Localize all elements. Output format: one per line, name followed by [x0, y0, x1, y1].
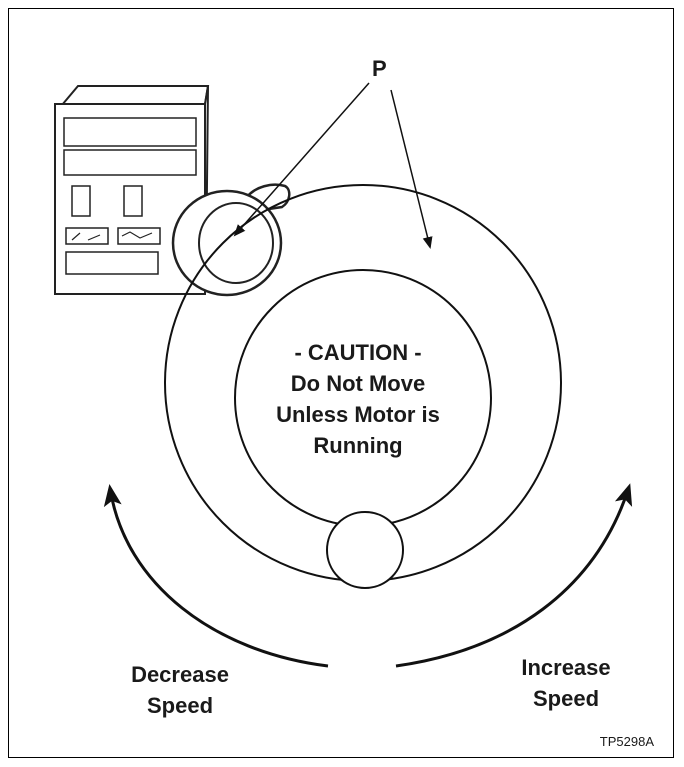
caution-text: - CAUTION - Do Not Move Unless Motor is … [240, 337, 476, 461]
indicator-ball-icon [326, 511, 404, 589]
caution-line-2: Do Not Move [290, 371, 426, 396]
decrease-speed-label: Decrease Speed [100, 659, 260, 721]
decrease-arrow-icon [103, 484, 329, 668]
increase-label-line-1: Increase [521, 655, 611, 680]
increase-label-line-2: Speed [532, 686, 600, 711]
figure-reference: TP5298A [599, 734, 654, 749]
caution-line-4: Running [313, 433, 403, 458]
callout-label: P [372, 56, 387, 81]
callout-arrow-knob [233, 82, 370, 237]
decrease-label-line-2: Speed [146, 693, 214, 718]
increase-speed-label: Increase Speed [500, 652, 632, 714]
increase-arrow-icon [395, 483, 633, 668]
caution-line-3: Unless Motor is [276, 402, 440, 427]
decrease-label-line-1: Decrease [131, 662, 229, 687]
callout-arrow-dial [390, 89, 433, 249]
caution-line-1: - CAUTION - [294, 340, 422, 365]
